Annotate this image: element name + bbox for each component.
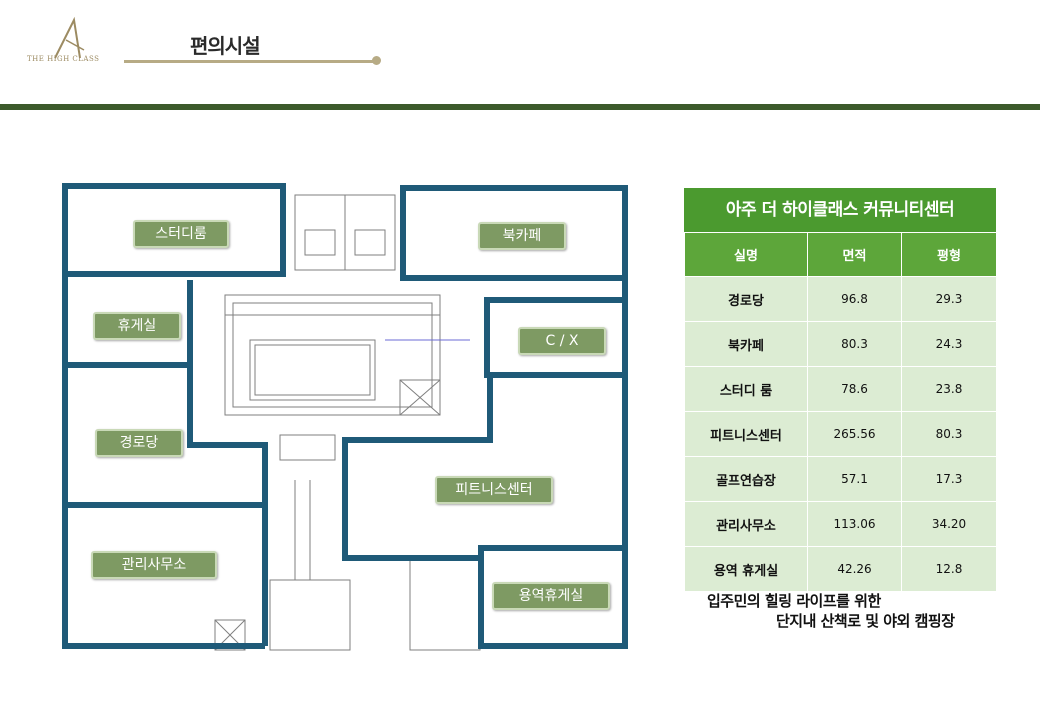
header-divider-band [0,104,1040,110]
area-cell: 96.8 [807,276,902,322]
area-cell: 80.3 [807,321,902,367]
room-name-cell: 골프연습장 [684,456,808,502]
floor-plan-walls [62,183,628,649]
room-label-study-room: 스터디룸 [133,220,229,248]
table-row: 관리사무소 113.06 34.20 [684,501,997,547]
area-cell: 57.1 [807,456,902,502]
room-label-cx: C / X [518,327,606,355]
floor-plan: 스터디룸 북카페 휴게실 C / X 경로당 피트니스센터 관리사무소 용역휴게… [55,180,635,655]
room-label-fitness-center: 피트니스센터 [435,476,553,504]
floor-plan-drawing [62,183,628,651]
column-header-room-name: 실명 [684,232,808,277]
table-header-row: 실명 면적 평형 [684,232,997,277]
pyeong-cell: 23.8 [901,366,997,412]
pyeong-cell: 80.3 [901,411,997,457]
title-underline-dot [372,56,381,65]
table-row: 스터디 룸 78.6 23.8 [684,366,997,412]
floor-plan-details [214,194,481,651]
area-cell: 42.26 [807,546,902,592]
table-row: 용역 휴게실 42.26 12.8 [684,546,997,592]
pyeong-cell: 24.3 [901,321,997,367]
pyeong-cell: 34.20 [901,501,997,547]
room-name-cell: 북카페 [684,321,808,367]
room-label-book-cafe: 북카페 [478,222,566,250]
area-table: 실명 면적 평형 경로당 96.8 29.3 북카페 80.3 24.3 스터디… [684,232,997,592]
room-label-management-office: 관리사무소 [91,551,217,579]
brand-name: THE HIGH CLASS [27,55,100,63]
area-cell: 113.06 [807,501,902,547]
column-header-area: 면적 [807,232,902,277]
room-label-staff-lounge: 용역휴게실 [492,582,610,610]
title-underline [124,60,378,63]
column-header-pyeong: 평형 [901,232,997,277]
page-title: 편의시설 [190,34,261,58]
room-name-cell: 스터디 룸 [684,366,808,412]
room-label-lounge: 휴게실 [93,312,181,340]
room-name-cell: 용역 휴게실 [684,546,808,592]
room-name-cell: 피트니스센터 [684,411,808,457]
area-cell: 78.6 [807,366,902,412]
slogan-line-2: 단지내 산책로 및 야외 캠핑장 [776,612,955,630]
table-row: 골프연습장 57.1 17.3 [684,456,997,502]
pyeong-cell: 29.3 [901,276,997,322]
slogan-line-1: 입주민의 힐링 라이프를 위한 [707,592,881,610]
table-title: 아주 더 하이클래스 커뮤니티센터 [684,188,996,232]
room-name-cell: 관리사무소 [684,501,808,547]
room-name-cell: 경로당 [684,276,808,322]
area-cell: 265.56 [807,411,902,457]
community-center-table: 아주 더 하이클래스 커뮤니티센터 실명 면적 평형 경로당 96.8 29.3… [684,188,997,592]
pyeong-cell: 12.8 [901,546,997,592]
table-row: 경로당 96.8 29.3 [684,276,997,322]
table-row: 피트니스센터 265.56 80.3 [684,411,997,457]
table-row: 북카페 80.3 24.3 [684,321,997,367]
room-label-senior-center: 경로당 [95,429,183,457]
pyeong-cell: 17.3 [901,456,997,502]
brand-logo-icon [54,16,85,59]
